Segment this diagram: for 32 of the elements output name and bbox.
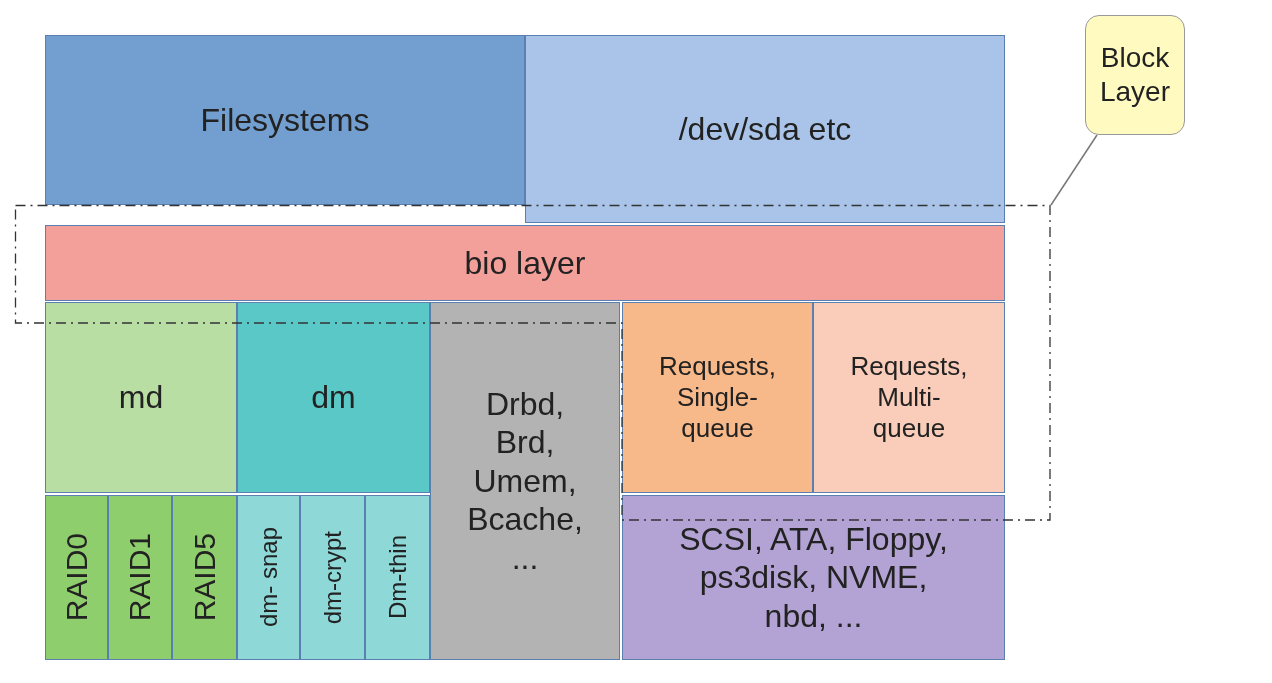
box-label: SCSI, ATA, Floppy, ps3disk, NVME, nbd, ...	[678, 519, 949, 636]
box-label: Block Layer	[1098, 41, 1171, 109]
box-label: dm- snap	[254, 527, 283, 628]
box-label: Filesystems	[200, 100, 370, 140]
raid-box	[300, 495, 365, 660]
callout-bubble	[1085, 15, 1185, 135]
box-label: RAID5	[187, 533, 222, 622]
driver-box	[622, 495, 1005, 660]
box-label: Dm-thin	[383, 535, 412, 620]
driver-box	[45, 302, 237, 493]
box-label: RAID1	[123, 533, 157, 622]
queue-box	[813, 302, 1005, 493]
box-label: Drbd, Brd, Umem, Bcache, ...	[466, 385, 584, 577]
box-label: dm	[311, 378, 356, 417]
layer-box	[45, 35, 525, 205]
driver-box	[430, 302, 620, 660]
raid-box	[172, 495, 237, 660]
raid-box	[45, 495, 108, 660]
box-label: /dev/sda etc	[678, 109, 852, 149]
raid-box	[365, 495, 430, 660]
layer-box	[525, 35, 1005, 223]
box-label: Requests, Multi-queue	[849, 350, 969, 445]
driver-box	[237, 302, 430, 493]
raid-box	[108, 495, 172, 660]
raid-box	[237, 495, 300, 660]
box-label: dm-crypt	[318, 530, 347, 625]
layer-box	[45, 225, 1005, 301]
box-label: md	[118, 378, 164, 417]
box-label: bio layer	[464, 243, 586, 283]
box-label: RAID0	[59, 533, 94, 622]
queue-box	[622, 302, 813, 493]
box-label: Requests, Single-queue	[657, 350, 778, 445]
